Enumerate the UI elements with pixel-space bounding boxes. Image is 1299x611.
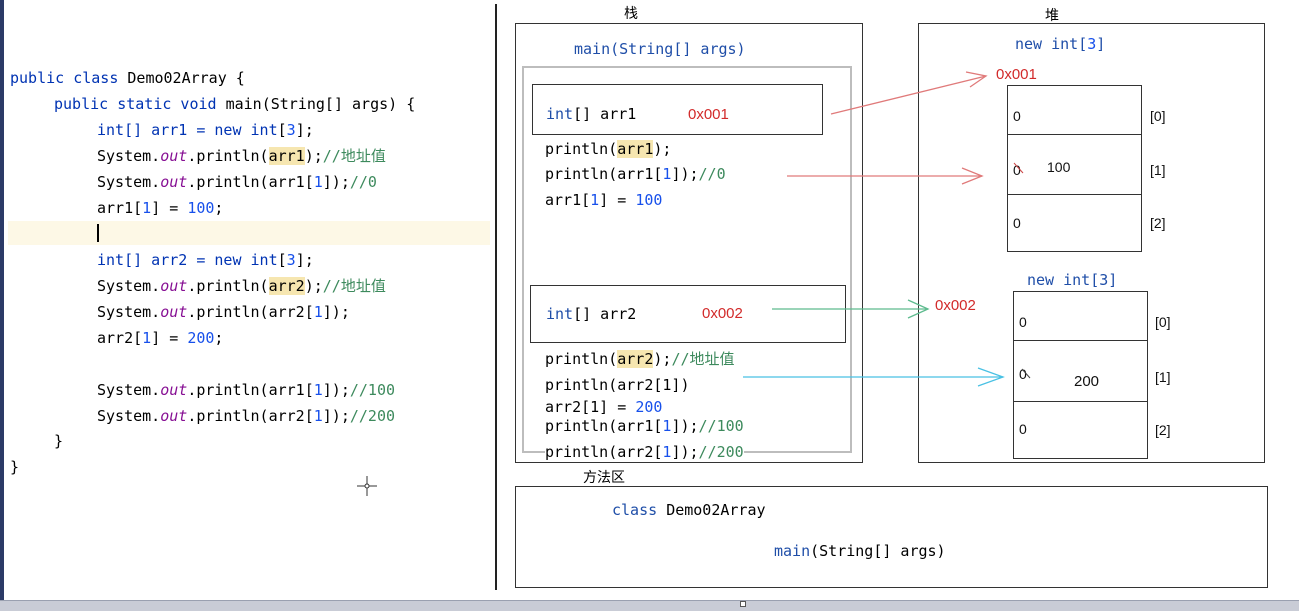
heap-array2-value-1-new: 200 <box>1074 373 1100 390</box>
code-line-arr2-new: int[] arr2 = new int[3]; <box>97 251 314 269</box>
method-area-class: class Demo02Array <box>612 501 766 519</box>
arrow-print-arr1-index-to-cell <box>787 167 984 185</box>
method-area-main: main(String[] args) <box>774 542 946 560</box>
stack-println-arr2: println(arr2);//地址值 <box>545 350 735 368</box>
method-area-region <box>515 486 1268 588</box>
heap-array2-title: new int[3] <box>1027 271 1118 289</box>
code-line-arr1-new: int[] arr1 = new int[3]; <box>97 121 314 139</box>
heap-array2-cell-2 <box>1013 401 1148 459</box>
code-line-println-arr2: System.out.println(arr2);//地址值 <box>97 277 386 295</box>
stack-println-arr1-index-again: println(arr1[1]);//100 <box>545 417 744 435</box>
heap-array2-index-1: [1] <box>1155 369 1171 385</box>
bottom-scrollbar[interactable] <box>0 600 1299 611</box>
stack-region <box>515 23 863 463</box>
heap-array2-value-1-old: 0 <box>1019 366 1027 382</box>
stack-title: 栈 <box>624 5 638 21</box>
stack-println-arr2-index-again: println(arr2[1]);//200 <box>545 443 744 461</box>
heap-array1-title: new int[3] <box>1015 35 1106 53</box>
strike-old-value-marks <box>1013 162 1024 174</box>
code-editor[interactable]: public class Demo02Array { public static… <box>0 0 495 600</box>
stack-assign-arr1: arr1[1] = 100 <box>545 191 663 209</box>
crosshair-cursor-icon <box>357 476 377 496</box>
arr1-address: 0x001 <box>688 106 729 123</box>
heap-title: 堆 <box>1045 7 1059 23</box>
arr2-address: 0x002 <box>702 305 743 322</box>
heap-array1-index-0: [0] <box>1150 108 1166 124</box>
heap-array1-value-1-new: 100 <box>1047 159 1071 175</box>
heap-array1-index-1: [1] <box>1150 162 1166 178</box>
text-cursor <box>97 224 99 242</box>
heap-array1-value-1-old: 0 <box>1013 162 1021 178</box>
heap-region <box>918 23 1265 463</box>
code-close-class: } <box>10 458 20 476</box>
arr1-declaration: int[] arr1 <box>546 105 637 123</box>
arrow-print-arr2-index-to-cell <box>743 367 1005 387</box>
heap-array2-index-0: [0] <box>1155 314 1171 330</box>
current-line-highlight <box>8 221 490 245</box>
code-line-class-decl: public class Demo02Array { <box>10 69 245 87</box>
heap-array2-value-0: 0 <box>1019 314 1027 330</box>
heap-array1-index-2: [2] <box>1150 215 1166 231</box>
arrow-arr1-to-heap <box>830 71 988 115</box>
code-line-main-decl: public static void main(String[] args) { <box>54 95 416 113</box>
method-area-title: 方法区 <box>583 469 625 485</box>
heap-array2-address: 0x002 <box>935 297 976 314</box>
scrollbar-handle[interactable] <box>740 601 746 607</box>
arr2-declaration: int[] arr2 <box>546 305 637 323</box>
code-close-main: } <box>54 432 64 450</box>
arr2-variable-box <box>530 285 846 343</box>
heap-array2-index-2: [2] <box>1155 422 1171 438</box>
heap-array1-cell-2 <box>1007 194 1142 252</box>
heap-array1-value-0: 0 <box>1013 108 1021 124</box>
stack-println-arr1: println(arr1); <box>545 140 672 158</box>
code-line-assign-arr1: arr1[1] = 100; <box>97 199 224 217</box>
stack-println-arr2-index: println(arr2[1]) <box>545 376 690 394</box>
heap-array1-value-2: 0 <box>1013 215 1021 231</box>
heap-array2-value-2: 0 <box>1019 421 1027 437</box>
pane-divider[interactable] <box>495 4 497 590</box>
code-line-println-arr2-1: System.out.println(arr2[1]); <box>97 303 350 321</box>
arrow-arr2-to-heap <box>772 299 930 319</box>
stack-assign-arr2: arr2[1] = 200 <box>545 398 663 416</box>
stack-frame-label: main(String[] args) <box>574 40 746 58</box>
code-line-println-arr1-1-again: System.out.println(arr1[1]);//100 <box>97 381 396 399</box>
code-line-println-arr2-1-again: System.out.println(arr2[1]);//200 <box>97 407 396 425</box>
arr1-variable-box <box>532 84 823 135</box>
code-line-println-arr1-1: System.out.println(arr1[1]);//0 <box>97 173 377 191</box>
code-line-assign-arr2: arr2[1] = 200; <box>97 329 224 347</box>
heap-array1-address: 0x001 <box>996 66 1037 83</box>
stack-println-arr1-index: println(arr1[1]);//0 <box>545 165 726 183</box>
code-line-println-arr1: System.out.println(arr1);//地址值 <box>97 147 386 165</box>
